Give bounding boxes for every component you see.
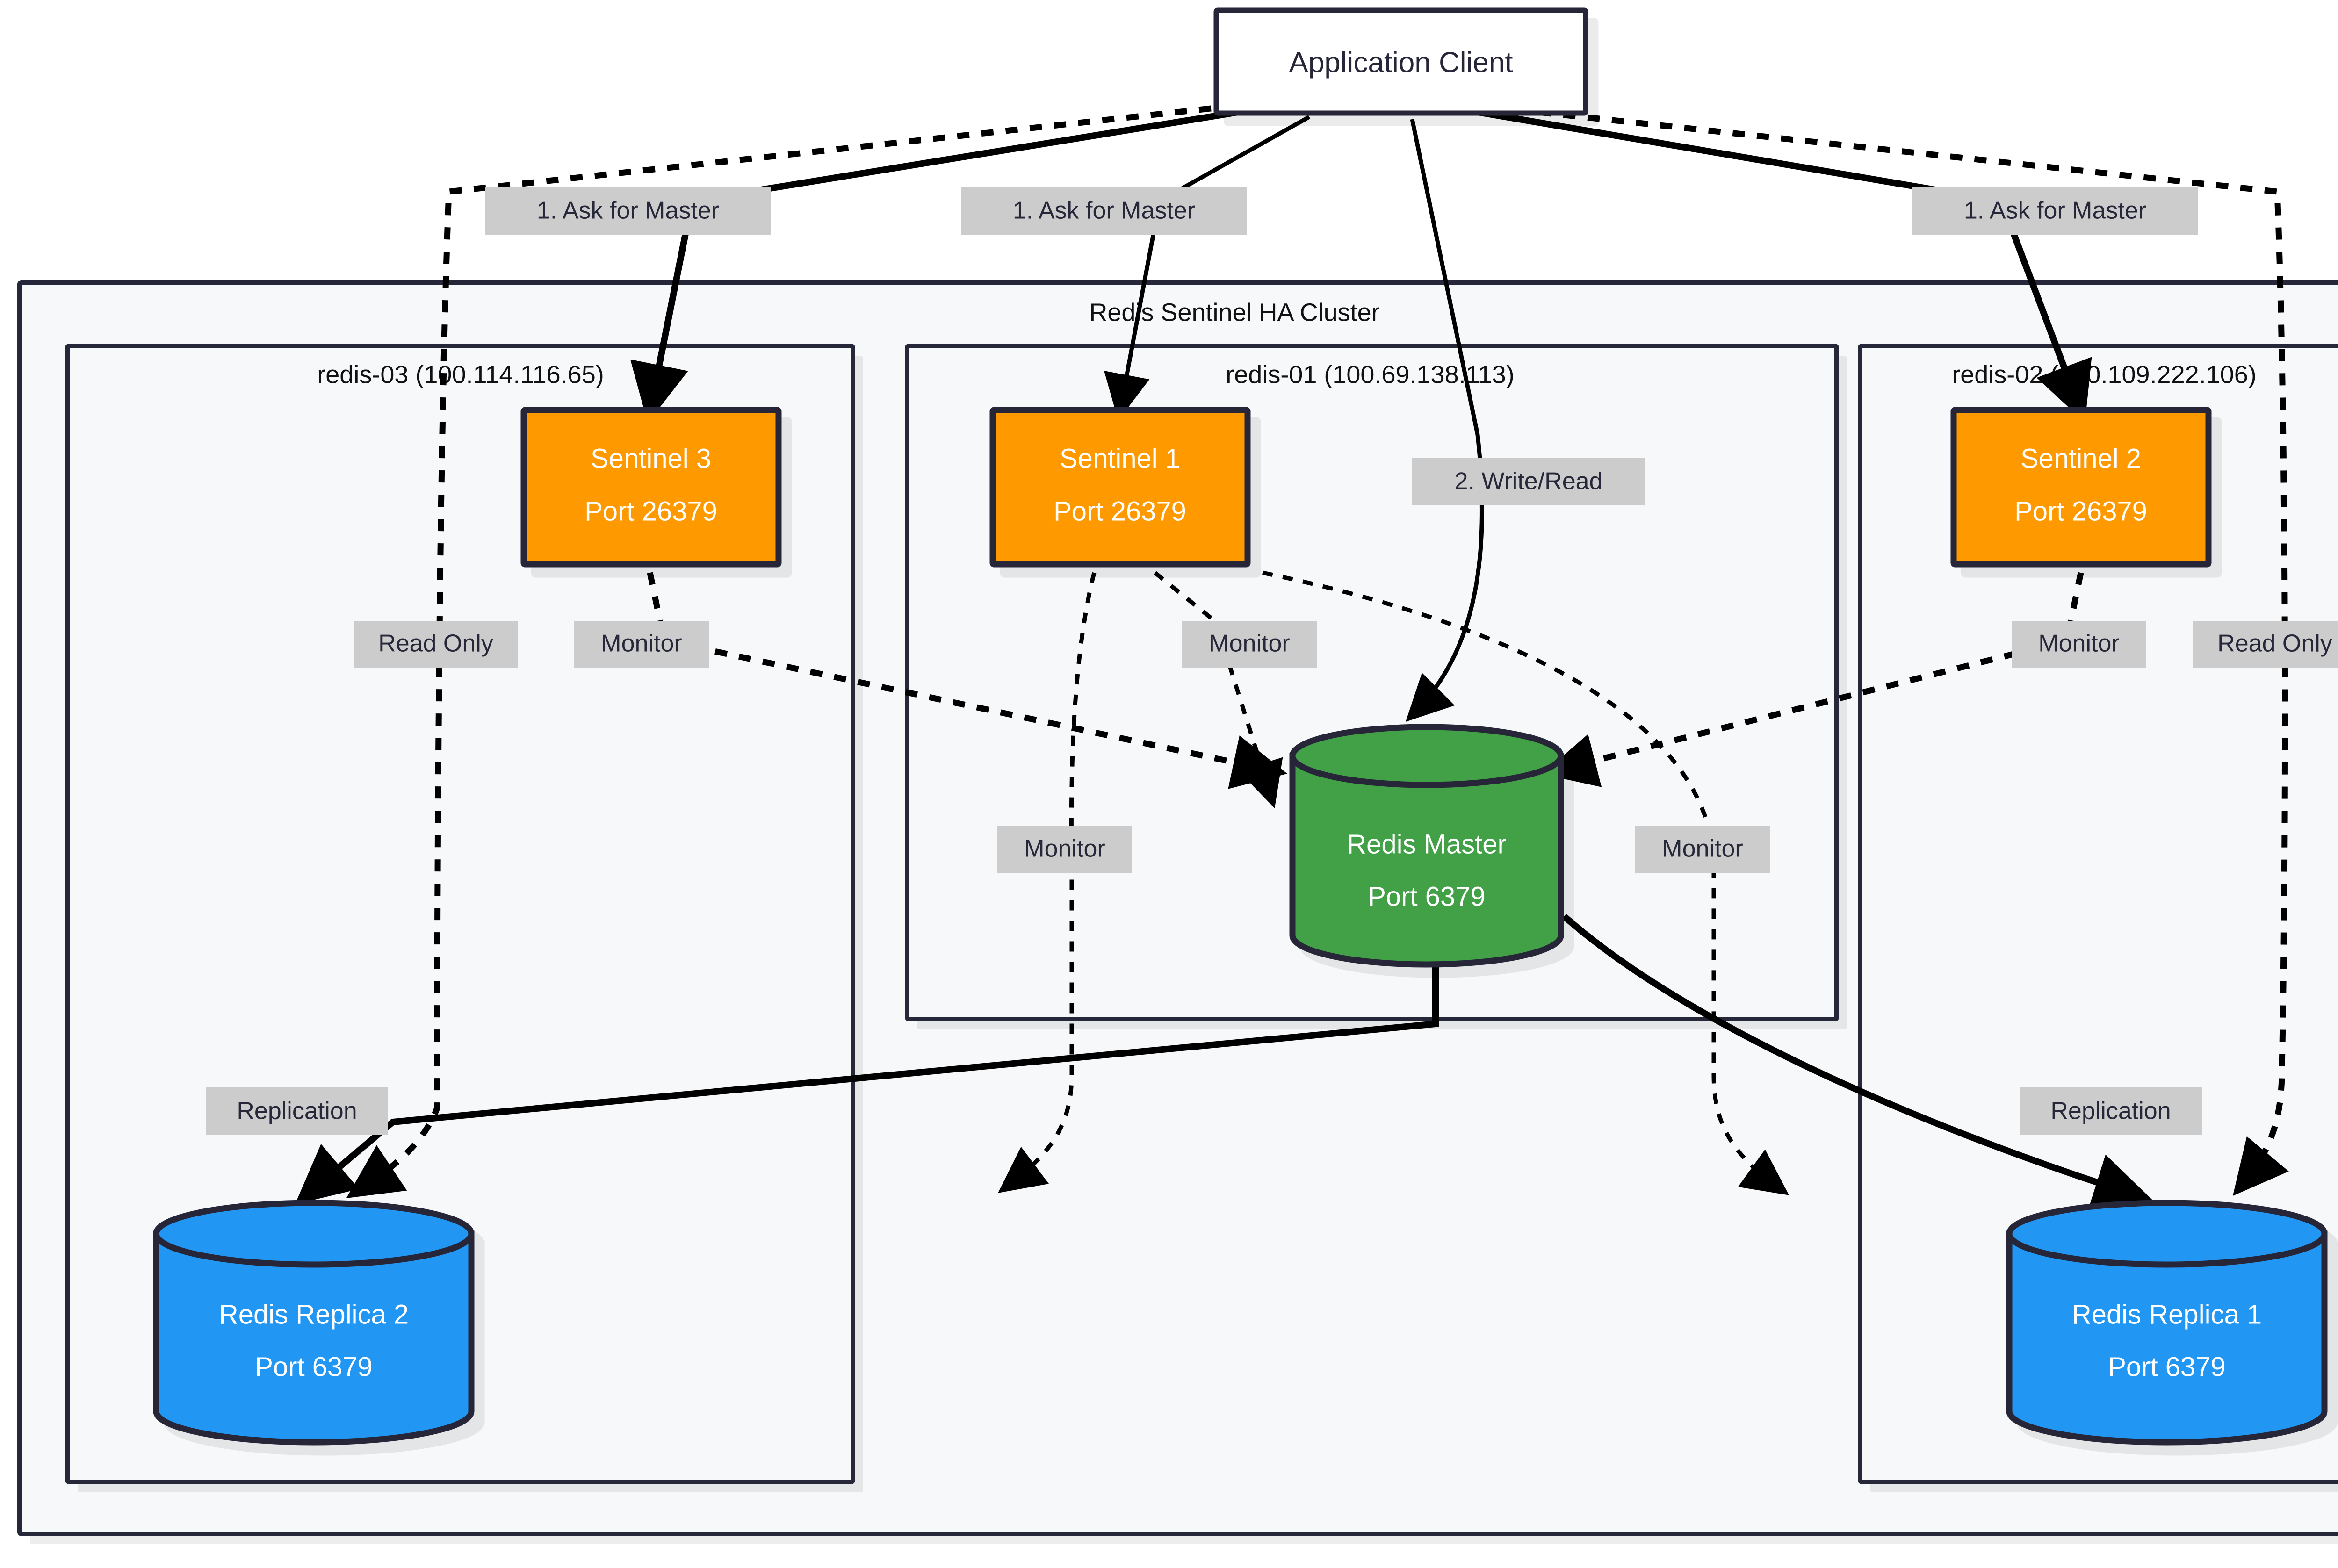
edge-label-monitor-sentinel1-replica2: Monitor	[997, 826, 1132, 873]
host-label-redis-02: redis-02 (100.109.222.106)	[1952, 360, 2256, 388]
edge-label-replication-left-text: Replication	[237, 1098, 357, 1125]
sentinel-3-box[interactable]	[520, 407, 782, 568]
edge-label-monitor-sentinel2-master: Monitor	[2012, 621, 2146, 668]
node-sentinel-1[interactable]: Sentinel 1 Port 26379	[989, 407, 1251, 568]
edge-sentinel2-monitor-master	[1542, 572, 2084, 787]
redis-master-top	[1289, 724, 1564, 788]
redis-replica-2-name: Redis Replica 2	[219, 1299, 409, 1330]
redis-replica-1-port: Port 6379	[2108, 1352, 2226, 1382]
edge-label-monitor-s1-replica2-text: Monitor	[1024, 835, 1105, 863]
redis-replica-1-body[interactable]	[2006, 1230, 2328, 1446]
node-redis-replica-2[interactable]: Redis Replica 2 Port 6379	[153, 1200, 475, 1446]
edge-client-to-replica1-readonly	[1442, 99, 2289, 1196]
edge-label-ask-master-left-text: 1. Ask for Master	[537, 197, 719, 224]
edge-label-monitor-s3-master-text: Monitor	[601, 630, 682, 657]
sentinel-2-port: Port 26379	[2014, 496, 2147, 526]
edge-sentinel1-monitor-master	[1154, 571, 1283, 808]
edge-label-read-only-left: Read Only	[354, 621, 518, 668]
sentinel-3-port: Port 26379	[584, 496, 717, 526]
edge-label-ask-master-center: 1. Ask for Master	[961, 187, 1247, 235]
edge-label-read-only-right: Read Only	[2193, 621, 2338, 668]
edge-label-ask-master-left: 1. Ask for Master	[485, 187, 771, 235]
redis-replica-2-top	[153, 1200, 475, 1268]
redis-replica-2-port: Port 6379	[255, 1352, 373, 1382]
node-redis-master[interactable]: Redis Master Port 6379	[1289, 724, 1564, 968]
edge-label-read-only-right-text: Read Only	[2217, 630, 2332, 657]
edge-sentinel3-monitor-master	[647, 572, 1287, 789]
edge-master-replication-replica1	[1562, 913, 2153, 1211]
edge-label-monitor-s2-master-text: Monitor	[2038, 630, 2119, 657]
host-label-redis-03: redis-03 (100.114.116.65)	[317, 360, 604, 388]
redis-master-body[interactable]	[1289, 753, 1564, 968]
node-application-client[interactable]: Application Client	[1213, 7, 1588, 116]
cluster-title: Redis Sentinel HA Cluster	[1089, 298, 1379, 326]
sentinel-1-box[interactable]	[989, 407, 1251, 568]
application-client-label: Application Client	[1289, 46, 1513, 79]
edge-master-replication-replica2	[295, 954, 1439, 1205]
edge-label-monitor-s1-replica1-text: Monitor	[1662, 835, 1743, 863]
edge-label-replication-right: Replication	[2020, 1087, 2202, 1135]
application-client-box[interactable]	[1213, 7, 1588, 116]
redis-replica-1-top	[2006, 1200, 2328, 1268]
edge-label-replication-left: Replication	[206, 1087, 388, 1135]
node-sentinel-2[interactable]: Sentinel 2 Port 26379	[1950, 407, 2212, 568]
host-label-redis-01: redis-01 (100.69.138.113)	[1226, 360, 1514, 388]
redis-master-name: Redis Master	[1347, 829, 1507, 859]
edge-label-monitor-sentinel1-master: Monitor	[1182, 621, 1317, 668]
sentinel-1-name: Sentinel 1	[1060, 443, 1180, 474]
sentinel-2-box[interactable]	[1950, 407, 2212, 568]
sentinel-1-port: Port 26379	[1054, 496, 1186, 526]
sentinel-3-name: Sentinel 3	[591, 443, 711, 474]
edge-label-monitor-sentinel3-master: Monitor	[574, 621, 709, 668]
redis-replica-2-body[interactable]	[153, 1230, 475, 1446]
edge-label-monitor-sentinel1-replica1: Monitor	[1635, 826, 1770, 873]
edge-label-ask-master-center-text: 1. Ask for Master	[1013, 197, 1195, 224]
edge-label-read-only-left-text: Read Only	[378, 630, 493, 657]
edge-label-monitor-s1-master-text: Monitor	[1209, 630, 1290, 657]
edge-label-replication-right-text: Replication	[2050, 1098, 2171, 1125]
node-sentinel-3[interactable]: Sentinel 3 Port 26379	[520, 407, 782, 568]
edge-label-write-read: 2. Write/Read	[1412, 458, 1645, 505]
edge-sentinel1-monitor-replica1	[1262, 570, 1790, 1195]
redis-master-port: Port 6379	[1368, 881, 1486, 912]
node-redis-replica-1[interactable]: Redis Replica 1 Port 6379	[2006, 1200, 2328, 1446]
edge-client-to-replica2-readonly	[346, 97, 1284, 1198]
sentinel-2-name: Sentinel 2	[2020, 443, 2141, 474]
redis-replica-1-name: Redis Replica 1	[2072, 1299, 2262, 1330]
edge-label-ask-master-right-text: 1. Ask for Master	[1964, 197, 2146, 224]
edge-label-ask-master-right: 1. Ask for Master	[1912, 187, 2198, 235]
edge-label-write-read-text: 2. Write/Read	[1455, 468, 1603, 495]
